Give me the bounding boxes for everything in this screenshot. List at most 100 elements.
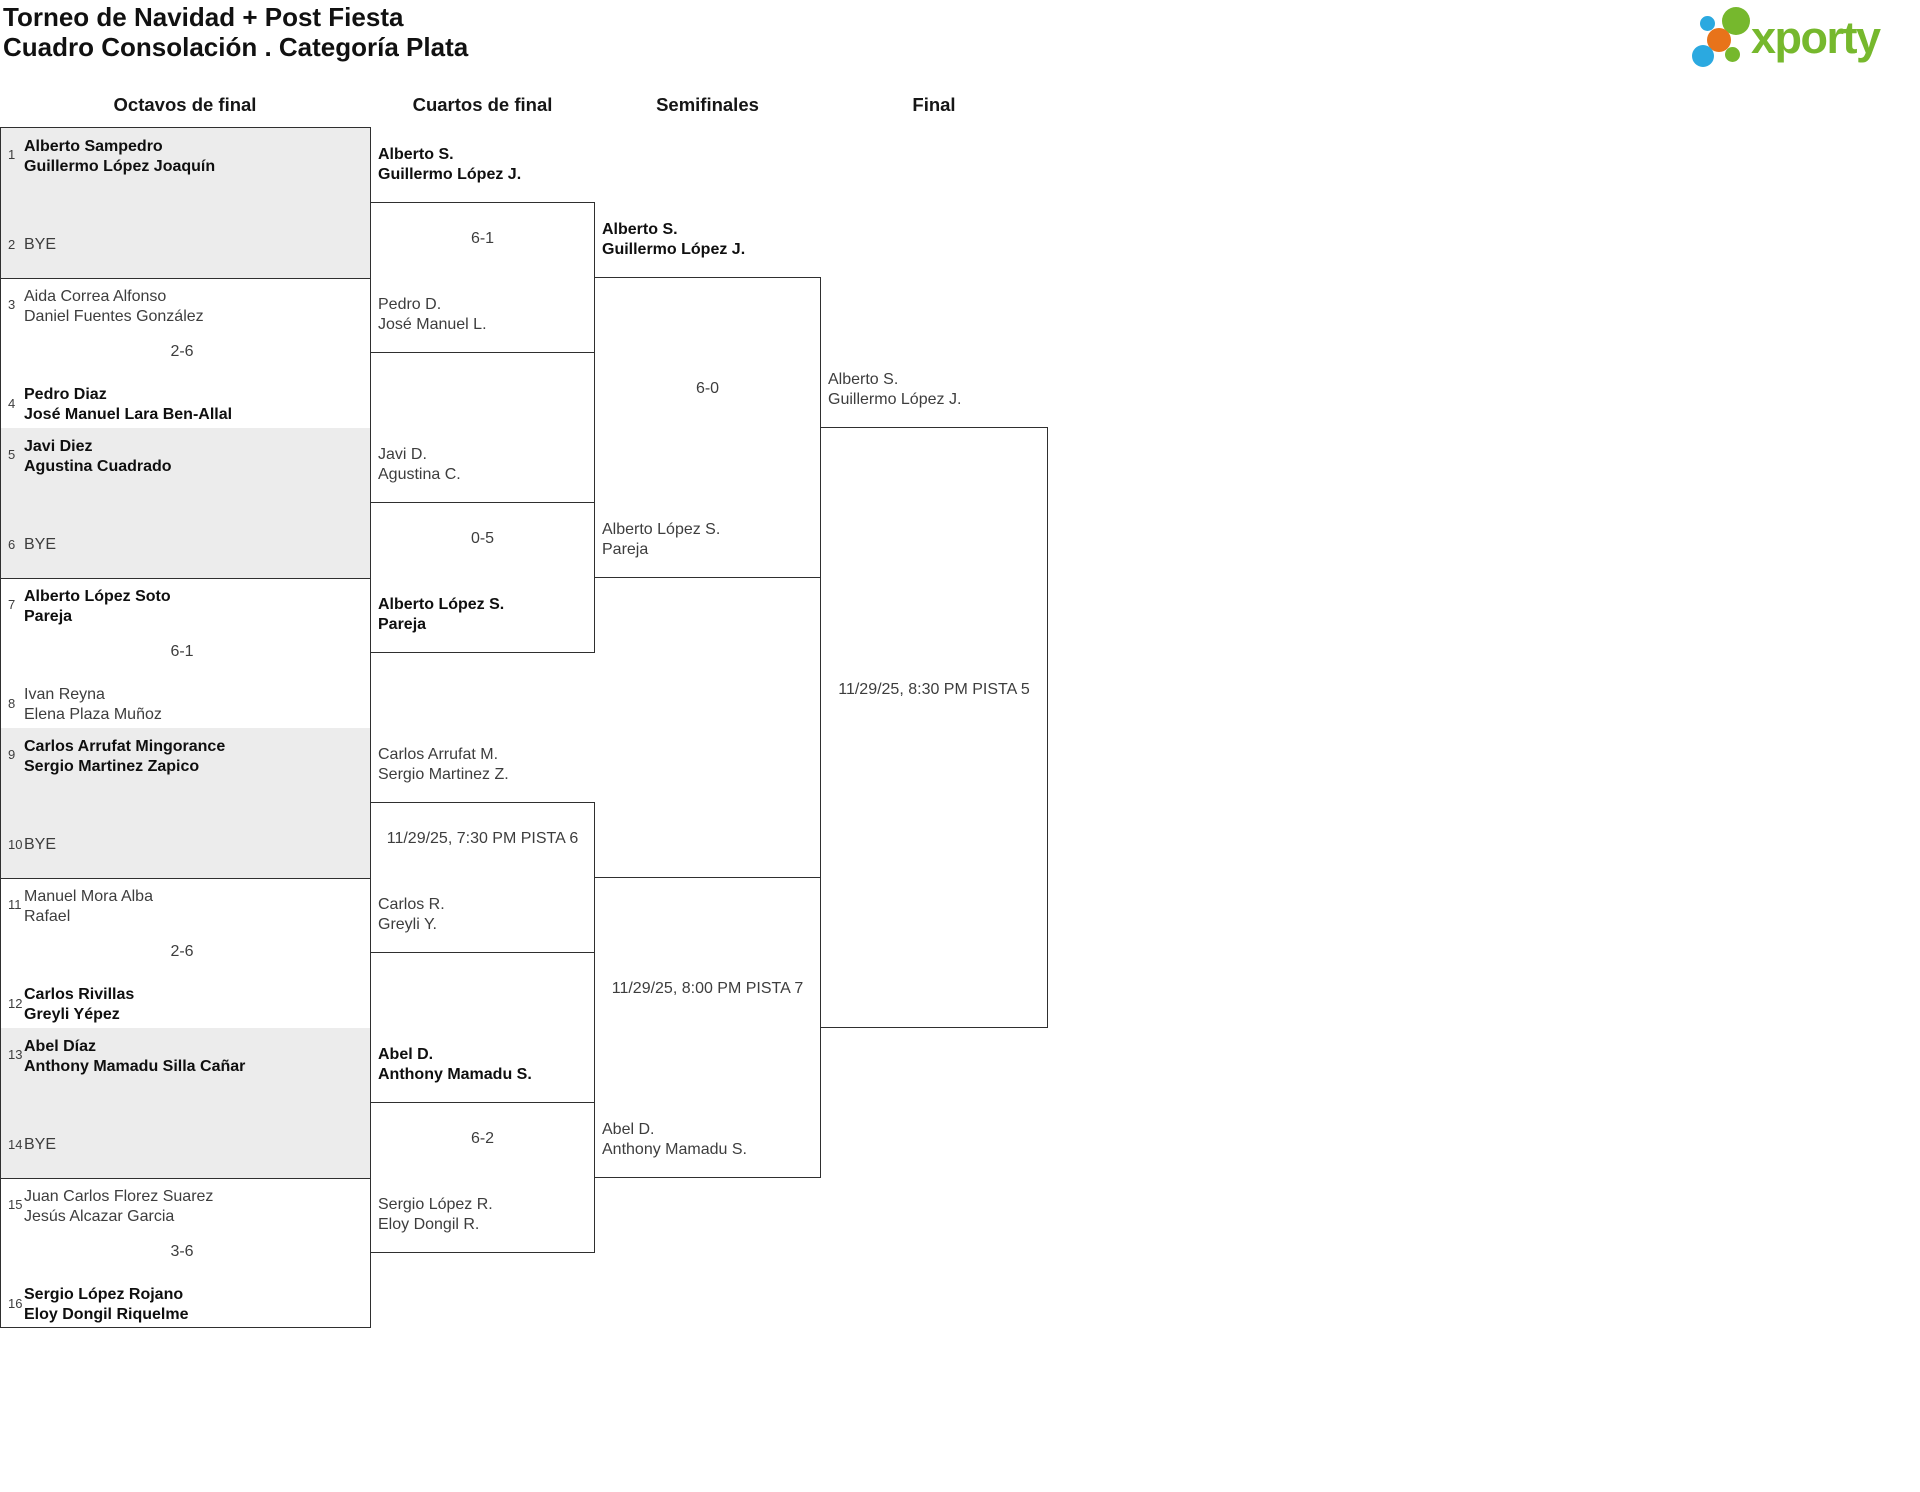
- player-name: Guillermo López J.: [378, 165, 522, 183]
- player-name: Carlos R.: [378, 896, 445, 913]
- player-name: Guillermo López J.: [828, 390, 962, 408]
- seed-number: 16: [8, 1296, 23, 1311]
- player-name: Carlos Arrufat M.: [378, 746, 499, 763]
- player-name: Carlos Arrufat Mingorance: [24, 738, 226, 755]
- player-name: José Manuel Lara Ben-Allal: [24, 405, 233, 423]
- r16-match-4[interactable]: 7 Alberto López Soto Pareja 6-1 8 Ivan R…: [1, 578, 370, 729]
- logo-wordmark: xporty: [1751, 12, 1881, 63]
- player-name: Alberto López Soto: [24, 588, 171, 605]
- player-name: Greyli Yépez: [24, 1005, 120, 1023]
- page-title: Torneo de Navidad + Post Fiesta Cuadro C…: [3, 2, 468, 62]
- player-name: Javi D.: [378, 446, 427, 463]
- r16-match-2[interactable]: 3 Aida Correa Alfonso Daniel Fuentes Gon…: [1, 278, 370, 429]
- team-entry: Carlos Arrufat Mingorance Sergio Martine…: [24, 737, 225, 776]
- player-name: Pareja: [24, 607, 73, 625]
- team-entry: Alberto López S. Pareja: [602, 520, 720, 559]
- team-entry: Juan Carlos Florez Suarez Jesús Alcazar …: [24, 1187, 213, 1226]
- match-score: 6-1: [470, 230, 495, 247]
- seed-number: 6: [8, 537, 16, 552]
- round-header-final: Final: [912, 94, 956, 115]
- player-name: Abel D.: [602, 1121, 655, 1138]
- player-name: Anthony Mamadu S.: [602, 1140, 747, 1158]
- r16-match-3[interactable]: 5 Javi Diez Agustina Cuadrado 6 BYE: [1, 428, 370, 579]
- player-name: Aida Correa Alfonso: [24, 288, 167, 305]
- tournament-title: Torneo de Navidad + Post Fiesta: [3, 2, 404, 32]
- match-schedule: 11/29/25, 8:30 PM PISTA 5: [838, 681, 1030, 698]
- player-name: Pareja: [602, 540, 649, 558]
- player-name: Anthony Mamadu Silla Cañar: [24, 1057, 246, 1075]
- team-entry: Sergio López R. Eloy Dongil R.: [378, 1195, 493, 1234]
- team-entry: Carlos Arrufat M. Sergio Martinez Z.: [378, 745, 509, 784]
- player-name: Sergio Martinez Z.: [378, 765, 509, 783]
- bye-label: BYE: [24, 236, 57, 253]
- r16-match-7[interactable]: 13 Abel Díaz Anthony Mamadu Silla Cañar …: [1, 1028, 370, 1179]
- team-entry: Javi Diez Agustina Cuadrado: [24, 437, 172, 476]
- team-entry: Carlos R. Greyli Y.: [378, 895, 445, 934]
- r16-match-5[interactable]: 9 Carlos Arrufat Mingorance Sergio Marti…: [1, 728, 370, 879]
- player-name: Agustina C.: [378, 465, 461, 483]
- player-name: Pedro Diaz: [24, 386, 107, 403]
- team-entry: Javi D. Agustina C.: [378, 445, 461, 484]
- team-entry: Sergio López Rojano Eloy Dongil Riquelme: [24, 1285, 188, 1324]
- seed-number: 14: [8, 1137, 23, 1152]
- player-name: Sergio Martinez Zapico: [24, 757, 200, 775]
- team-entry: Abel D. Anthony Mamadu S.: [378, 1045, 532, 1084]
- team-entry: Pedro Diaz José Manuel Lara Ben-Allal: [24, 385, 232, 424]
- match-score: 6-1: [170, 643, 194, 660]
- seed-number: 7: [8, 597, 16, 612]
- team-entry: Alberto Sampedro Guillermo López Joaquín: [24, 137, 215, 176]
- seed-number: 15: [8, 1197, 23, 1212]
- team-entry: Pedro D. José Manuel L.: [378, 295, 487, 334]
- player-name: Alberto S.: [828, 371, 899, 388]
- team-entry: Alberto S. Guillermo López J.: [378, 145, 521, 184]
- player-name: Alberto López S.: [378, 596, 505, 613]
- player-name: Rafael: [24, 907, 71, 925]
- seed-number: 3: [8, 297, 16, 312]
- match-schedule: 11/29/25, 7:30 PM PISTA 6: [386, 830, 579, 847]
- team-entry: Abel D. Anthony Mamadu S.: [602, 1120, 747, 1159]
- r16-match-1[interactable]: 1 Alberto Sampedro Guillermo López Joaqu…: [1, 128, 370, 279]
- bracket-subtitle: Cuadro Consolación . Categoría Plata: [3, 32, 469, 62]
- final-match-box[interactable]: [820, 427, 1048, 1028]
- player-name: Pedro D.: [378, 296, 442, 313]
- match-score: 0-5: [470, 530, 495, 547]
- r16-match-8[interactable]: 15 Juan Carlos Florez Suarez Jesús Alcaz…: [1, 1178, 370, 1328]
- match-score: 6-0: [695, 380, 720, 397]
- player-name: Anthony Mamadu S.: [378, 1065, 532, 1083]
- team-entry: Alberto S. Guillermo López J.: [828, 370, 961, 409]
- player-name: Ivan Reyna: [24, 686, 105, 703]
- player-name: Elena Plaza Muñoz: [24, 705, 162, 723]
- player-name: Javi Diez: [24, 438, 93, 455]
- team-entry: Alberto S. Guillermo López J.: [602, 220, 745, 259]
- player-name: Guillermo López J.: [602, 240, 746, 258]
- team-entry: Abel Díaz Anthony Mamadu Silla Cañar: [24, 1037, 245, 1076]
- player-name: Pareja: [378, 615, 427, 633]
- seed-number: 9: [8, 747, 16, 762]
- team-entry: Aida Correa Alfonso Daniel Fuentes Gonzá…: [24, 287, 204, 326]
- team-entry: Carlos Rivillas Greyli Yépez: [24, 985, 134, 1024]
- bye-label: BYE: [24, 536, 57, 553]
- team-entry: Alberto López Soto Pareja: [24, 587, 171, 626]
- player-name: Sergio López Rojano: [24, 1286, 184, 1303]
- player-name: Jesús Alcazar Garcia: [24, 1207, 175, 1225]
- player-name: Juan Carlos Florez Suarez: [24, 1188, 214, 1205]
- seed-number: 12: [8, 996, 23, 1011]
- logo-dot-green-small: [1725, 47, 1740, 62]
- seed-number: 5: [8, 447, 16, 462]
- player-name: Abel D.: [378, 1046, 434, 1063]
- player-name: Carlos Rivillas: [24, 986, 135, 1003]
- match-schedule: 11/29/25, 8:00 PM PISTA 7: [611, 980, 804, 997]
- player-name: Eloy Dongil Riquelme: [24, 1305, 189, 1323]
- seed-number: 11: [8, 897, 22, 912]
- match-score: 3-6: [170, 1243, 194, 1260]
- player-name: Abel Díaz: [24, 1038, 97, 1055]
- seed-number: 13: [8, 1047, 23, 1062]
- player-name: Sergio López R.: [378, 1196, 493, 1213]
- player-name: Alberto López S.: [602, 521, 721, 538]
- player-name: Alberto S.: [378, 146, 454, 163]
- player-name: Agustina Cuadrado: [24, 457, 172, 475]
- bye-label: BYE: [24, 836, 57, 853]
- r16-match-6[interactable]: 11 Manuel Mora Alba Rafael 2-6 12 Carlos…: [1, 878, 370, 1029]
- seed-number: 10: [8, 837, 23, 852]
